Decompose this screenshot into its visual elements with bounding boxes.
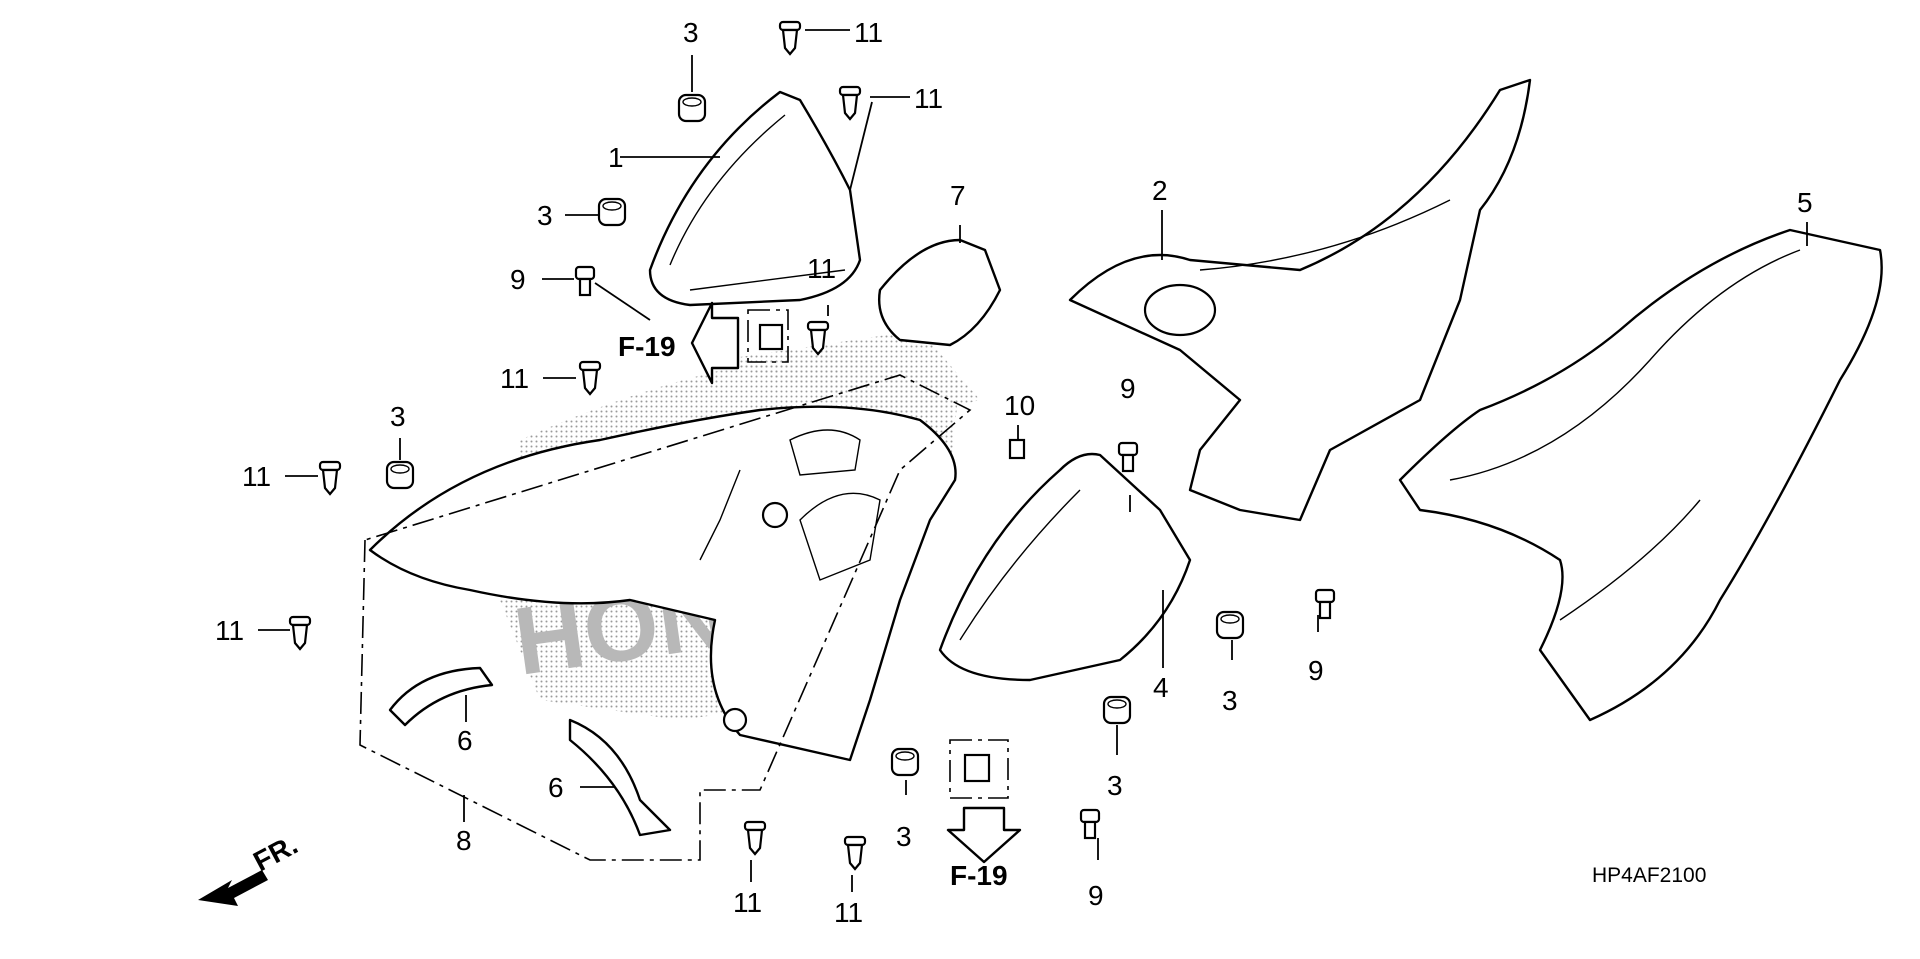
callout-3: 3 [1222,685,1238,716]
callout-1: 1 [608,142,624,173]
callout-9: 9 [1308,655,1324,686]
ref-box-lower [949,739,1009,799]
callout-2: 2 [1152,175,1168,206]
ref-f19-upper: F-19 [618,331,676,362]
callout-11: 11 [500,363,529,394]
ref-arrow-upper [690,301,740,385]
callout-8: 8 [456,825,472,856]
front-label: FR. [248,829,302,878]
callout-7: 7 [950,180,966,211]
callout-4: 4 [1153,672,1169,703]
callout-3: 3 [896,821,912,852]
part-4-lower-shroud [938,452,1192,682]
part-7-cover [878,238,1002,347]
leader-lines [258,29,1808,892]
callout-10: 10 [1004,390,1035,421]
callout-6: 6 [548,772,564,803]
callout-11: 11 [854,17,883,48]
callout-5: 5 [1797,187,1813,218]
callout-11: 11 [834,897,863,928]
diagram-code: HP4AF2100 [1592,864,1706,887]
callout-11: 11 [914,83,943,114]
part-1-shroud [648,90,862,307]
callout-3: 3 [537,200,553,231]
part-8-side-cover [368,405,957,762]
callout-3: 3 [683,17,699,48]
part-6-pads [388,666,672,837]
front-arrow [198,870,268,906]
callout-6: 6 [457,725,473,756]
callout-3: 3 [1107,770,1123,801]
part-5-shroud [1398,228,1883,722]
callout-11: 11 [733,887,762,918]
ref-f19-lower: F-19 [950,860,1008,891]
callout-9: 9 [1088,880,1104,911]
part-2-side-panel [1068,78,1532,522]
ref-box-upper [747,309,789,363]
callout-11: 11 [807,253,836,284]
callout-9: 9 [510,264,526,295]
assembly-outline [359,374,972,861]
ref-arrow-lower [946,806,1022,864]
callout-11: 11 [215,615,244,646]
callout-3: 3 [390,401,406,432]
callout-11: 11 [242,461,271,492]
callouts: 3 11 11 1 3 9 11 F-19 11 3 11 11 6 6 8 1… [215,17,1813,928]
fasteners [288,20,1336,871]
callout-9: 9 [1120,373,1136,404]
